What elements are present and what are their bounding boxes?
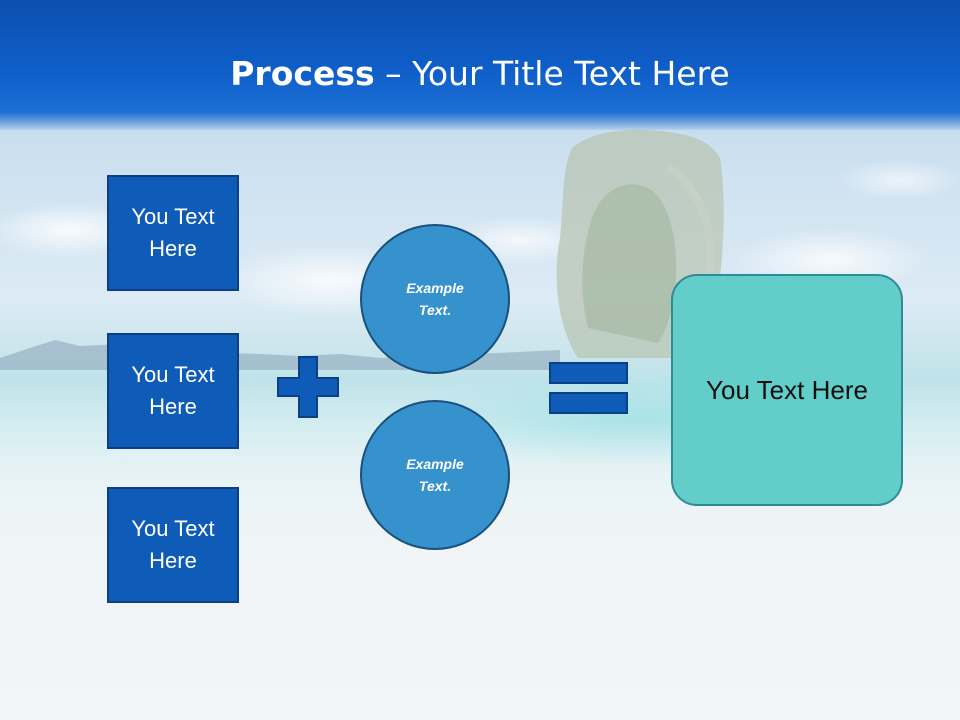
input-box-1[interactable]: You Text Here: [107, 175, 239, 291]
input-box-2[interactable]: You Text Here: [107, 333, 239, 449]
result-box-label: You Text Here: [706, 374, 868, 405]
plus-icon: [277, 356, 339, 418]
input-box-label: You Text Here: [131, 204, 215, 261]
input-box-label: You Text Here: [131, 362, 215, 419]
input-box-3[interactable]: You Text Here: [107, 487, 239, 603]
equals-icon: [549, 362, 628, 414]
example-circle-label: Example Text.: [406, 280, 464, 318]
title-bold: Process: [230, 54, 375, 93]
example-circle-2[interactable]: Example Text.: [360, 400, 510, 550]
input-box-label: You Text Here: [131, 516, 215, 573]
example-circle-1[interactable]: Example Text.: [360, 224, 510, 374]
slide-title: Process – Your Title Text Here: [0, 52, 960, 96]
result-box[interactable]: You Text Here: [671, 274, 903, 506]
title-rest: – Your Title Text Here: [374, 54, 730, 93]
example-circle-label: Example Text.: [406, 456, 464, 494]
header-bar: [0, 0, 960, 130]
